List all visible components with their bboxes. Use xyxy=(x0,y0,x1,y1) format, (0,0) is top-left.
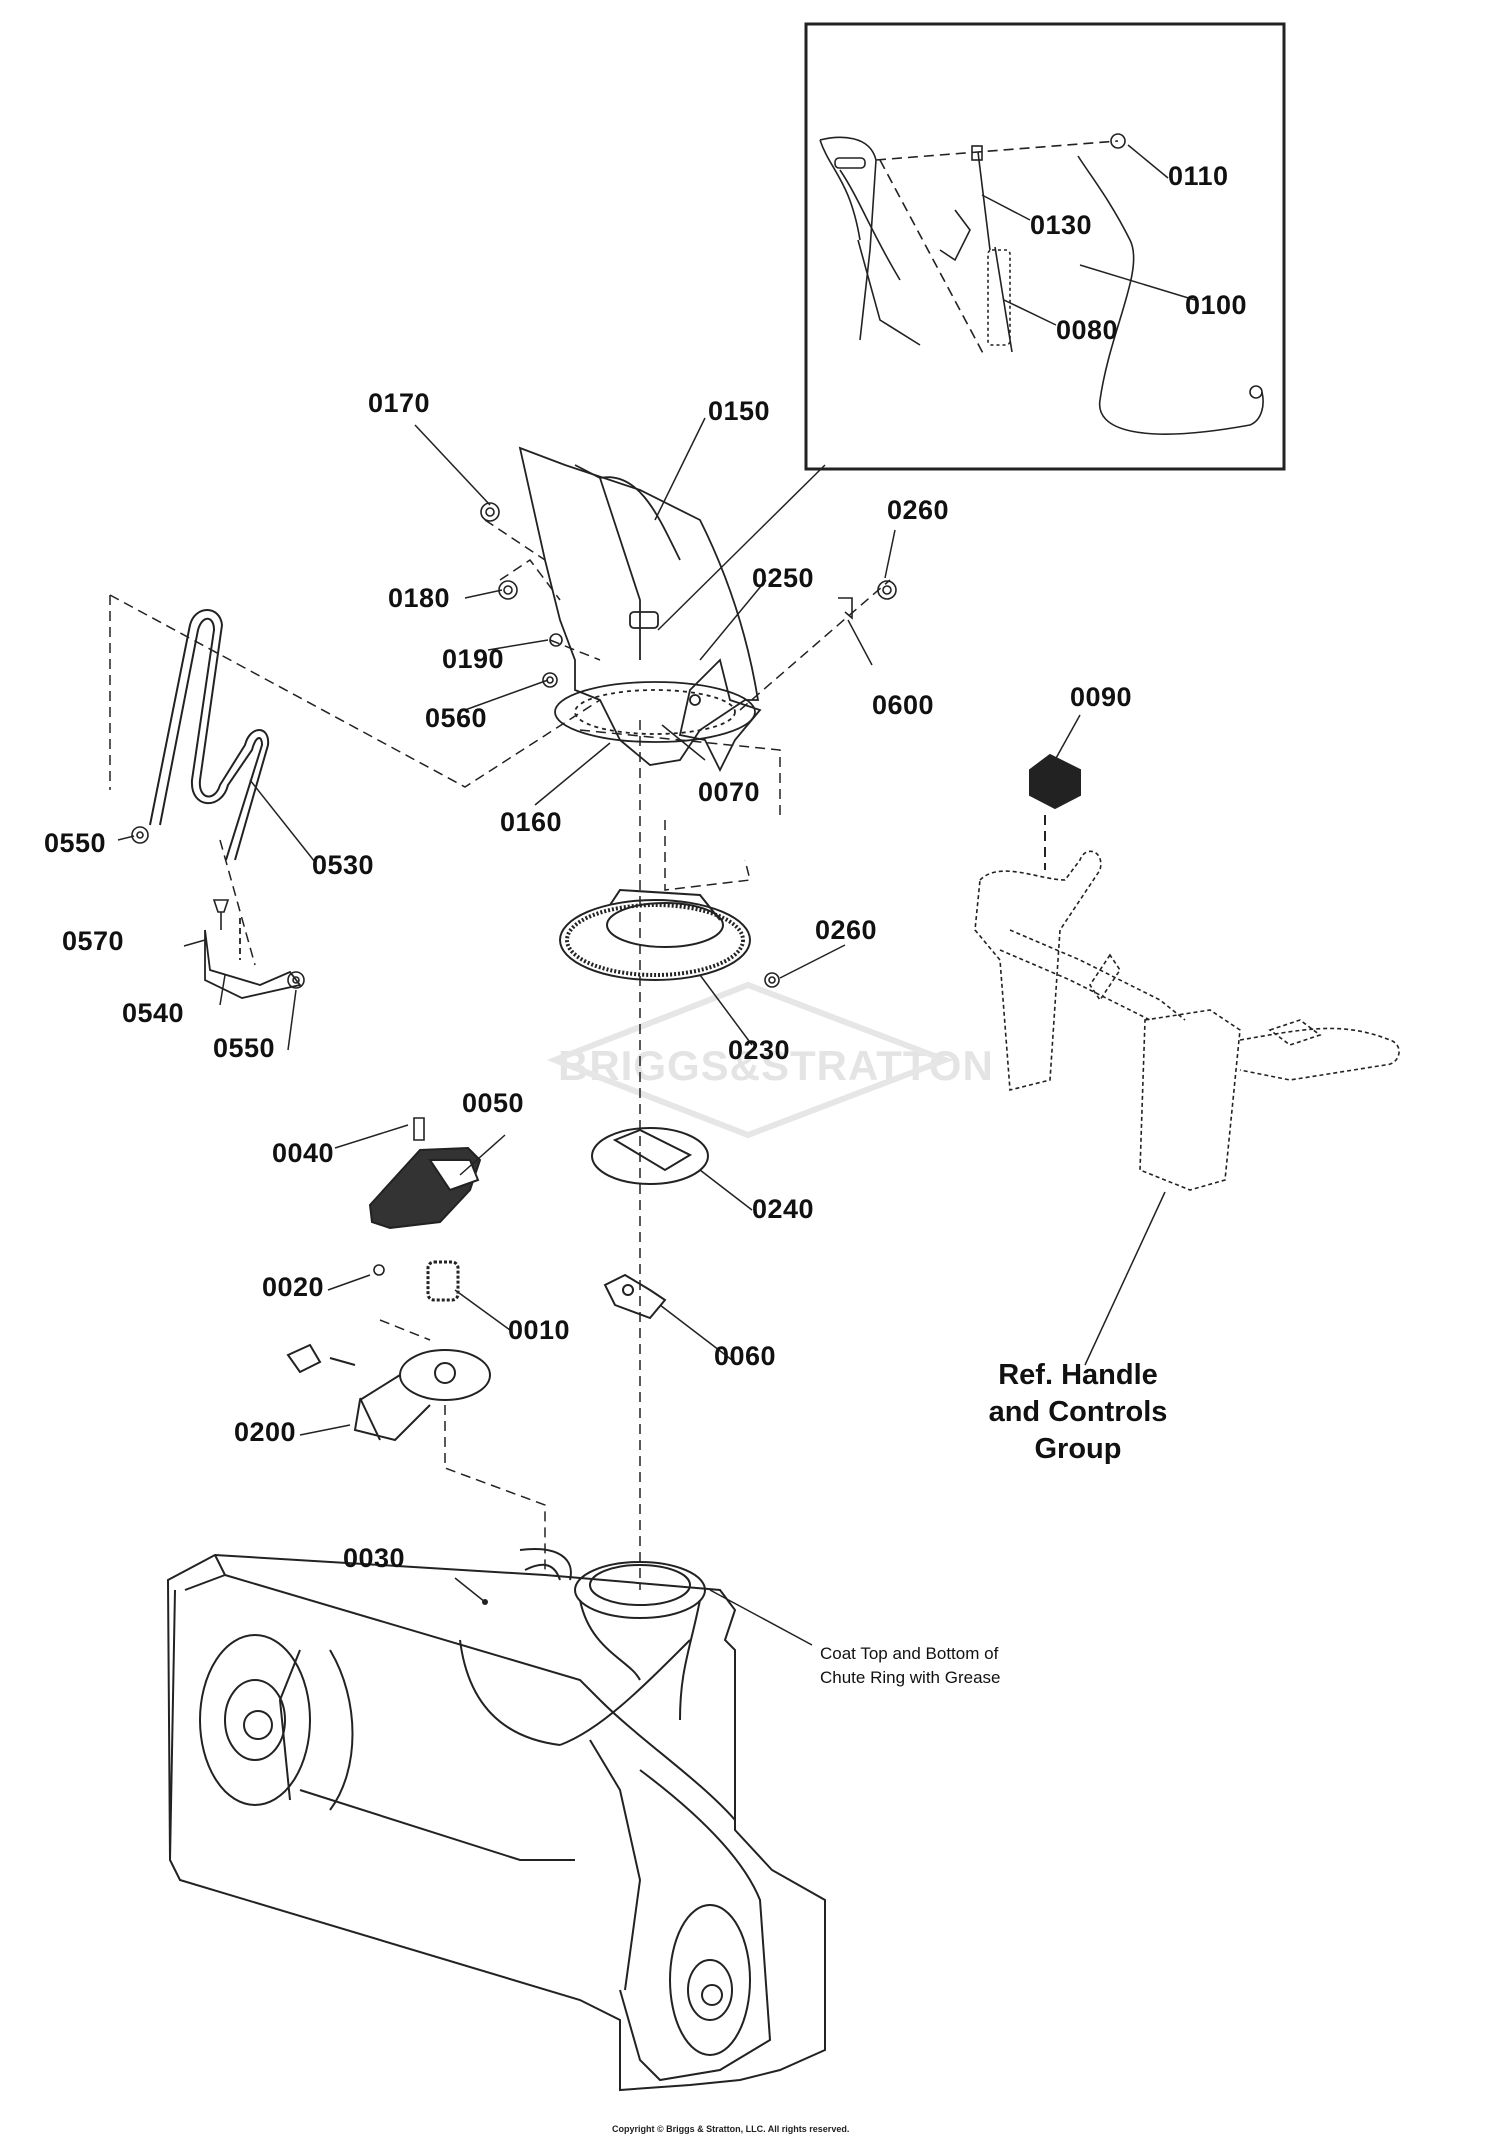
grease-note-line2: Chute Ring with Grease xyxy=(820,1668,1001,1687)
small-fasteners xyxy=(131,502,897,1276)
callout-0230: 0230 xyxy=(728,1035,791,1065)
copyright-text: Copyright © Briggs & Stratton, LLC. All … xyxy=(612,2124,850,2134)
ref-leader-line xyxy=(1084,1191,1166,1366)
callout-0130: 0130 xyxy=(1030,210,1093,240)
callout-0240: 0240 xyxy=(752,1194,815,1224)
callout-0070: 0070 xyxy=(698,777,761,807)
callout-0090: 0090 xyxy=(1070,682,1133,712)
callout-0020: 0020 xyxy=(262,1272,325,1302)
chute-plate-0240 xyxy=(591,1127,709,1185)
handle-reference-drawing xyxy=(974,850,1400,1191)
bracket-0060 xyxy=(603,1273,667,1320)
ref-note-line1: Ref. Handle xyxy=(998,1359,1158,1391)
callout-0180: 0180 xyxy=(388,583,451,613)
watermark-emblem xyxy=(546,981,954,1139)
motor-leaders xyxy=(379,1319,546,1570)
callout-0600: 0600 xyxy=(872,690,935,720)
callout-0540: 0540 xyxy=(122,998,185,1028)
ref-note-line2: and Controls xyxy=(988,1396,1168,1428)
callout-0050: 0050 xyxy=(462,1088,525,1118)
callout-0080: 0080 xyxy=(1056,315,1119,345)
callout-0550-lower: 0550 xyxy=(213,1033,276,1063)
callout-leaders xyxy=(117,144,1196,1646)
inset-frame xyxy=(804,22,1286,471)
callout-0010: 0010 xyxy=(508,1315,571,1345)
callout-0170: 0170 xyxy=(368,388,431,418)
callout-0190: 0190 xyxy=(442,644,505,674)
callout-0060: 0060 xyxy=(714,1341,777,1371)
callout-0200: 0200 xyxy=(234,1417,297,1447)
callout-0560: 0560 xyxy=(425,703,488,733)
callout-0160: 0160 xyxy=(500,807,563,837)
callout-0040: 0040 xyxy=(272,1138,335,1168)
inset-deflector-assembly xyxy=(819,133,1264,435)
chute-base-ring xyxy=(519,1548,706,1721)
rod-pin xyxy=(482,1599,488,1605)
callout-0100: 0100 xyxy=(1185,290,1248,320)
callout-0030: 0030 xyxy=(343,1543,406,1573)
callout-0150: 0150 xyxy=(708,396,771,426)
callout-0530: 0530 xyxy=(312,850,375,880)
grease-note: Coat Top and Bottom of Chute Ring with G… xyxy=(820,1642,1000,1690)
callout-0570: 0570 xyxy=(62,926,125,956)
switch-0090 xyxy=(1029,753,1081,870)
motor-0200 xyxy=(286,1343,491,1442)
callout-0260-top: 0260 xyxy=(887,495,950,525)
chute-gear-ring-0230 xyxy=(559,888,751,981)
auger-housing-drawing xyxy=(166,1553,826,2092)
motor-cover-0050 xyxy=(368,1146,482,1230)
bracket-0540 xyxy=(204,918,302,999)
callout-0550-upper: 0550 xyxy=(44,828,107,858)
grease-note-line1: Coat Top and Bottom of xyxy=(820,1644,999,1663)
callout-0250: 0250 xyxy=(752,563,815,593)
wire-lever-0530 xyxy=(149,609,270,861)
ref-note-line3: Group xyxy=(1034,1433,1122,1465)
callout-0110: 0110 xyxy=(1168,161,1229,191)
callout-0260-lower: 0260 xyxy=(815,915,878,945)
ref-handle-controls-note: Ref. Handle and Controls Group xyxy=(968,1357,1188,1468)
pinion-gear-0010 xyxy=(426,1260,460,1302)
